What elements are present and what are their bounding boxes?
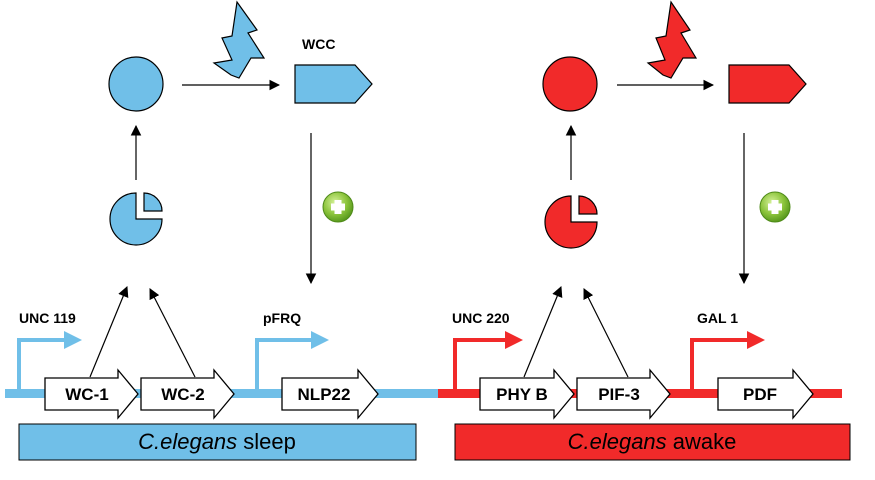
gene-wc2: WC-2 bbox=[140, 368, 235, 420]
promoter-pfrq bbox=[255, 331, 329, 389]
plus-icon bbox=[759, 191, 791, 223]
gene-label-wc2: WC-2 bbox=[161, 385, 204, 404]
caption-species-right: C.elegans bbox=[568, 429, 667, 454]
gene-wc1: WC-1 bbox=[44, 368, 139, 420]
promoter-label-unc220: UNC 220 bbox=[452, 310, 510, 326]
expression-arrow-phyb bbox=[523, 286, 563, 378]
caption-state-left: sleep bbox=[243, 429, 296, 454]
gene-label-phyb: PHY B bbox=[496, 385, 548, 404]
plus-icon bbox=[322, 191, 354, 223]
gene-label-nlp22: NLP22 bbox=[298, 385, 351, 404]
gene-pdf: PDF bbox=[717, 368, 814, 420]
expression-arrow-pif3 bbox=[583, 288, 629, 378]
expression-arrow-wc1 bbox=[89, 286, 129, 378]
gene-label-pdf: PDF bbox=[743, 385, 777, 404]
svg-text:C.elegans awake: C.elegans awake bbox=[568, 429, 737, 454]
promoter-unc119 bbox=[17, 331, 82, 389]
complex-label-wcc: WCC bbox=[302, 36, 335, 52]
complex-wcc bbox=[294, 64, 373, 104]
protein-dimer-right bbox=[542, 56, 598, 112]
caption-awake: C.elegans awake bbox=[454, 423, 851, 461]
protein-dimer-left bbox=[108, 56, 164, 112]
complex-right bbox=[728, 64, 807, 104]
expression-arrow-wc2 bbox=[149, 288, 196, 378]
gene-pif3: PIF-3 bbox=[576, 368, 671, 420]
gene-label-pif3: PIF-3 bbox=[598, 385, 640, 404]
protein-monomer-right bbox=[544, 195, 598, 249]
awake-circuit: UNC 220 PHY B PIF-3 GAL 1 PDF bbox=[438, 0, 851, 461]
promoter-label-unc119: UNC 119 bbox=[19, 310, 76, 326]
caption-sleep: C.elegans sleep bbox=[18, 423, 417, 461]
gene-phyb: PHY B bbox=[479, 368, 575, 420]
protein-monomer-left bbox=[109, 192, 163, 246]
promoter-label-gal1: GAL 1 bbox=[697, 310, 738, 326]
promoter-label-pfrq: pFRQ bbox=[263, 310, 301, 326]
gene-nlp22: NLP22 bbox=[281, 368, 379, 420]
sleep-circuit: UNC 119 WC-1 WC-2 pFRQ NLP22 bbox=[5, 0, 438, 461]
gene-label-wc1: WC-1 bbox=[65, 385, 108, 404]
caption-species-left: C.elegans bbox=[138, 429, 237, 454]
promoter-unc220 bbox=[453, 331, 523, 389]
lightning-bolt-icon bbox=[646, 0, 698, 79]
lightning-bolt-icon bbox=[212, 0, 266, 79]
caption-state-right: awake bbox=[673, 429, 737, 454]
promoter-gal1 bbox=[690, 331, 765, 389]
svg-text:C.elegans sleep: C.elegans sleep bbox=[138, 429, 296, 454]
